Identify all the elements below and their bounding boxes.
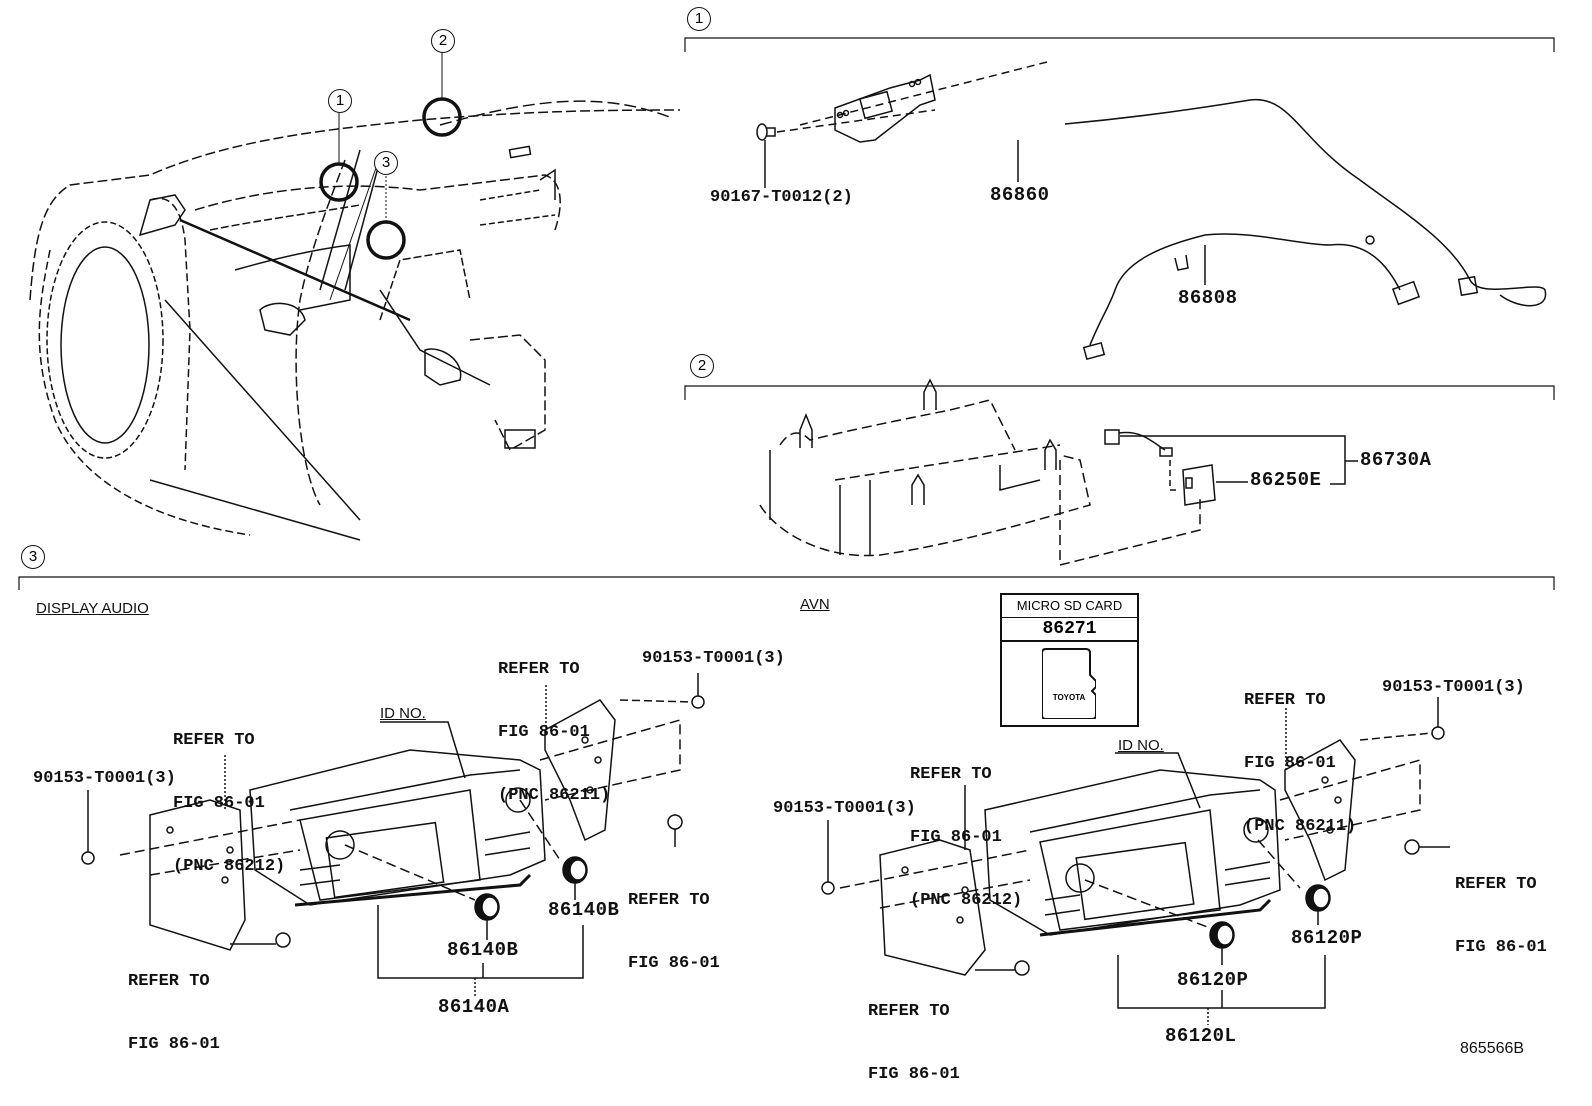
screw-left-icon bbox=[81, 851, 95, 865]
overview-callout-1: 1 bbox=[328, 89, 352, 113]
display-audio-id-no: ID NO. bbox=[380, 705, 426, 722]
knob-left-avn-icon bbox=[1209, 921, 1235, 949]
refer-line-2: FIG 86-01 bbox=[128, 1035, 220, 1054]
bolt-right-icon bbox=[667, 814, 683, 830]
knob-left-icon bbox=[474, 893, 500, 921]
section-3-number: 3 bbox=[21, 545, 45, 569]
car-interior-overview bbox=[29, 52, 681, 541]
display-audio-refer-bracket-left: REFER TO FIG 86-01 (PNC 86212) bbox=[173, 688, 285, 898]
display-audio-knob-left-label: 86140B bbox=[447, 939, 519, 961]
refer-line-2: FIG 86-01 bbox=[628, 954, 720, 973]
head-unit-display-audio-icon bbox=[249, 749, 546, 907]
avn-title: AVN bbox=[800, 596, 830, 613]
label-assembly-86730A: 86730A bbox=[1360, 449, 1432, 471]
display-audio-screw-right: 90153-T0001(3) bbox=[642, 649, 785, 668]
avn-refer-bolt-left: REFER TO FIG 86-01 bbox=[868, 959, 960, 1106]
screw-right-icon bbox=[691, 695, 705, 709]
avn-refer-bracket-right: REFER TO FIG 86-01 (PNC 86211) bbox=[1244, 648, 1356, 858]
section-1-parts bbox=[756, 61, 1547, 361]
refer-line-1: REFER TO bbox=[628, 891, 710, 910]
refer-line-1: REFER TO bbox=[173, 731, 255, 750]
screw-right-avn-icon bbox=[1431, 726, 1445, 740]
refer-line-2: FIG 86-01 bbox=[1244, 754, 1336, 773]
refer-line-2: FIG 86-01 bbox=[910, 828, 1002, 847]
overhead-console-icon bbox=[759, 378, 1091, 557]
module-86860-icon bbox=[834, 73, 936, 143]
refer-line-3: (PNC 86212) bbox=[910, 891, 1023, 910]
avn-knob-right-label: 86120P bbox=[1291, 927, 1363, 949]
screw-90167-icon bbox=[756, 123, 776, 141]
overview-callout-2: 2 bbox=[431, 29, 455, 53]
refer-line-2: FIG 86-01 bbox=[868, 1065, 960, 1084]
avn-id-no: ID NO. bbox=[1118, 737, 1164, 754]
label-module-86860: 86860 bbox=[990, 184, 1050, 206]
bracket-right-icon bbox=[544, 699, 616, 842]
label-harness-86808: 86808 bbox=[1178, 287, 1238, 309]
refer-line-1: REFER TO bbox=[1455, 875, 1537, 894]
display-audio-unit-label: 86140A bbox=[438, 996, 510, 1018]
micro-sd-card-header: MICRO SD CARD bbox=[1002, 595, 1137, 618]
bracket-left-avn-icon bbox=[879, 839, 986, 976]
location-circle-3 bbox=[366, 220, 406, 260]
knob-right-icon bbox=[562, 856, 588, 884]
avn-knob-left-label: 86120P bbox=[1177, 969, 1249, 991]
refer-line-2: FIG 86-01 bbox=[173, 794, 265, 813]
micro-sd-card-box: MICRO SD CARD 86271 TOYOTA bbox=[1000, 593, 1139, 727]
display-audio-parts bbox=[81, 673, 705, 998]
section-1-number: 1 bbox=[687, 7, 711, 31]
refer-line-1: REFER TO bbox=[498, 660, 580, 679]
avn-refer-bolt-right: REFER TO FIG 86-01 bbox=[1455, 832, 1547, 979]
head-unit-avn-icon bbox=[984, 769, 1281, 937]
bolt-right-avn-icon bbox=[1404, 839, 1420, 855]
section-2-number: 2 bbox=[690, 354, 714, 378]
avn-refer-bracket-left: REFER TO FIG 86-01 (PNC 86212) bbox=[910, 722, 1022, 932]
micro-sd-card-part-number: 86271 bbox=[1002, 618, 1137, 642]
bracket-right-avn-icon bbox=[1284, 739, 1356, 882]
section-2-frame bbox=[684, 385, 1555, 400]
overview-callout-3: 3 bbox=[374, 151, 398, 175]
micro-sd-card-brand: TOYOTA bbox=[1052, 693, 1086, 702]
screw-left-avn-icon bbox=[821, 881, 835, 895]
refer-line-3: (PNC 86212) bbox=[173, 857, 286, 876]
label-switch-86250E: 86250E bbox=[1250, 469, 1322, 491]
connector-harness-icon bbox=[1104, 429, 1173, 457]
refer-line-3: (PNC 86211) bbox=[498, 786, 611, 805]
refer-line-3: (PNC 86211) bbox=[1244, 817, 1357, 836]
display-audio-screw-left: 90153-T0001(3) bbox=[33, 769, 176, 788]
switch-86250E-icon bbox=[1182, 464, 1216, 506]
display-audio-title: DISPLAY AUDIO bbox=[36, 600, 149, 617]
display-audio-knob-right-label: 86140B bbox=[548, 899, 620, 921]
section-3-frame bbox=[18, 576, 1555, 590]
refer-line-2: FIG 86-01 bbox=[1455, 938, 1547, 957]
refer-line-1: REFER TO bbox=[1244, 691, 1326, 710]
section-1-frame bbox=[684, 37, 1555, 52]
avn-parts bbox=[821, 697, 1450, 1025]
label-screw-90167: 90167-T0012(2) bbox=[710, 188, 853, 207]
avn-screw-left: 90153-T0001(3) bbox=[773, 799, 916, 818]
bracket-left-icon bbox=[149, 799, 246, 951]
display-audio-refer-bolt-right: REFER TO FIG 86-01 bbox=[628, 848, 720, 995]
bolt-left-icon bbox=[275, 932, 291, 948]
section-2-parts bbox=[759, 378, 1358, 566]
refer-line-2: FIG 86-01 bbox=[498, 723, 590, 742]
display-audio-refer-bracket-right: REFER TO FIG 86-01 (PNC 86211) bbox=[498, 617, 610, 827]
bolt-left-avn-icon bbox=[1014, 960, 1030, 976]
micro-sd-card-icon bbox=[1042, 648, 1096, 719]
avn-screw-right: 90153-T0001(3) bbox=[1382, 678, 1525, 697]
refer-line-1: REFER TO bbox=[128, 972, 210, 991]
display-audio-refer-bolt-left: REFER TO FIG 86-01 bbox=[128, 929, 220, 1076]
harness-86808-icon bbox=[1064, 98, 1547, 361]
knob-right-avn-icon bbox=[1305, 884, 1331, 912]
refer-line-1: REFER TO bbox=[868, 1002, 950, 1021]
avn-unit-label: 86120L bbox=[1165, 1025, 1237, 1047]
refer-line-1: REFER TO bbox=[910, 765, 992, 784]
figure-id: 865566B bbox=[1460, 1040, 1525, 1057]
